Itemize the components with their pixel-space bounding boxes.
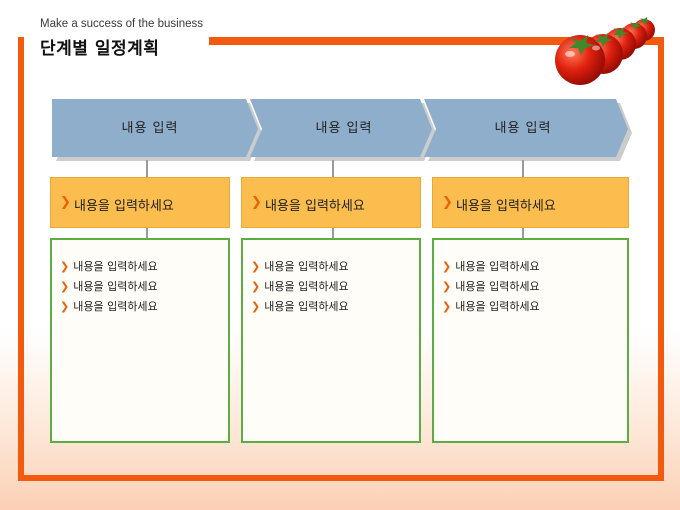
chevron-right-icon: ❯ [251,300,261,313]
list-item: ❯내용을 입력하세요 [442,260,540,273]
chevron-right-icon: ❯ [251,260,261,273]
step-3-heading-box: ❯ 내용을 입력하세요 [432,177,629,228]
step-3-heading: 내용을 입력하세요 [456,199,556,214]
chevron-right-icon: ❯ [60,260,70,273]
list-item: ❯내용을 입력하세요 [251,260,349,273]
step-2-connector-top [332,160,334,177]
step-2-arrow: 내용 입력 [246,97,436,161]
frame-top-left-tab [18,37,24,47]
chevron-right-icon: ❯ [60,300,70,313]
step-3-content-box: ❯내용을 입력하세요 ❯내용을 입력하세요 ❯내용을 입력하세요 [432,238,629,443]
step-1-connector-bottom [146,228,148,238]
chevron-right-icon: ❯ [251,195,262,210]
frame-top-right-corner [658,37,664,67]
step-2-connector-bottom [332,228,334,238]
list-item: ❯내용을 입력하세요 [442,300,540,313]
chevron-right-icon: ❯ [60,280,70,293]
list-item: ❯내용을 입력하세요 [251,300,349,313]
slide-frame [18,37,664,481]
list-item: ❯내용을 입력하세요 [442,280,540,293]
step-2-content-box: ❯내용을 입력하세요 ❯내용을 입력하세요 ❯내용을 입력하세요 [241,238,421,443]
step-2-arrow-label: 내용 입력 [315,121,373,136]
step-3-connector-bottom [522,228,524,238]
step-2-heading: 내용을 입력하세요 [265,199,365,214]
step-1-heading-box: ❯ 내용을 입력하세요 [50,177,230,228]
chevron-right-icon: ❯ [442,300,452,313]
list-item: ❯내용을 입력하세요 [60,300,158,313]
tomatoes-image [555,17,655,85]
step-1-content-box: ❯내용을 입력하세요 ❯내용을 입력하세요 ❯내용을 입력하세요 [50,238,230,443]
list-item: ❯내용을 입력하세요 [251,280,349,293]
step-1-heading: 내용을 입력하세요 [74,199,174,214]
step-1-arrow-label: 내용 입력 [121,121,179,136]
step-3-arrow: 내용 입력 [420,97,632,161]
chevron-right-icon: ❯ [442,260,452,273]
page-title: 단계별 일정계획 [40,39,160,59]
step-3-connector-top [522,160,524,177]
step-1-connector-top [146,160,148,177]
list-item: ❯내용을 입력하세요 [60,260,158,273]
step-2-heading-box: ❯ 내용을 입력하세요 [241,177,421,228]
chevron-right-icon: ❯ [442,280,452,293]
chevron-right-icon: ❯ [251,280,261,293]
frame-top-rule [209,37,664,45]
chevron-right-icon: ❯ [60,195,71,210]
step-3-arrow-label: 내용 입력 [494,121,552,136]
tagline: Make a success of the business [40,18,203,30]
chevron-right-icon: ❯ [442,195,453,210]
list-item: ❯내용을 입력하세요 [60,280,158,293]
step-1-arrow: 내용 입력 [50,97,262,161]
